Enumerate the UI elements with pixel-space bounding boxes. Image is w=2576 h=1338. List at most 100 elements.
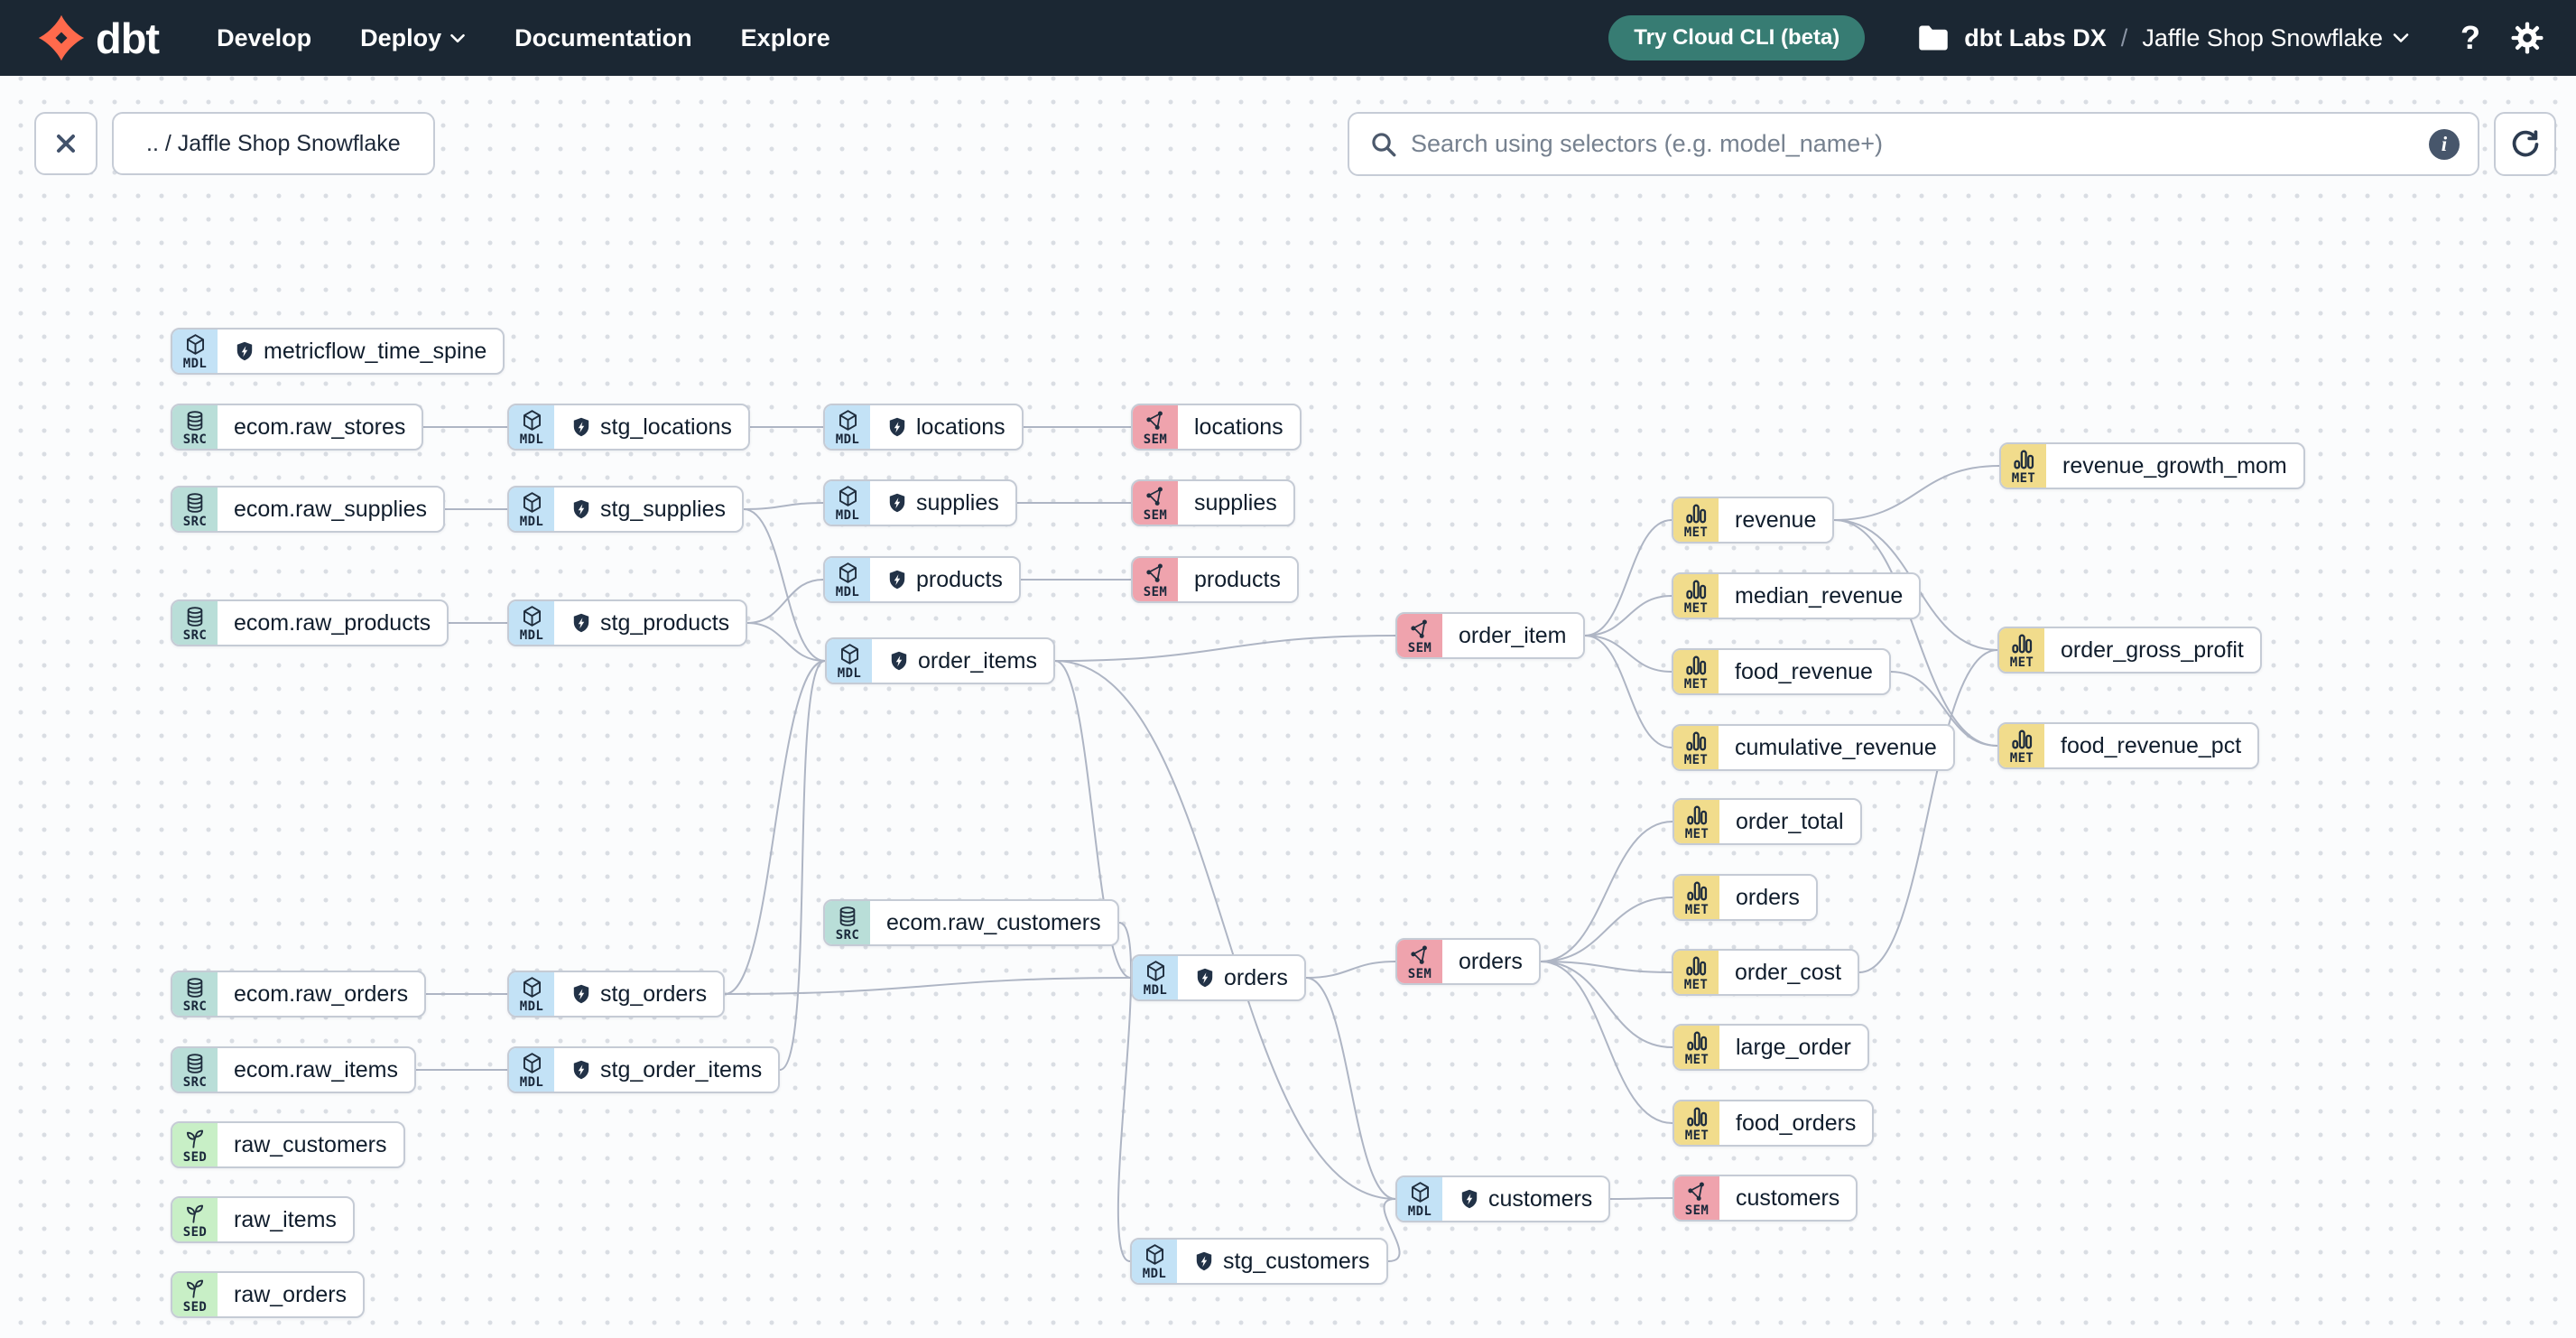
node-label: revenue_growth_mom (2062, 452, 2287, 479)
close-lineage-button[interactable] (34, 112, 97, 175)
dbt-logo[interactable]: dbt (36, 13, 160, 63)
breadcrumb[interactable]: .. / Jaffle Shop Snowflake (112, 112, 435, 175)
close-icon (57, 135, 75, 153)
try-cloud-cli-button[interactable]: Try Cloud CLI (beta) (1608, 15, 1866, 60)
node-label: raw_orders (234, 1281, 347, 1307)
dbt-logo-icon (38, 14, 85, 61)
search-info-icon[interactable]: i (2429, 128, 2460, 160)
search-input[interactable] (1411, 130, 2416, 158)
node-label: ecom.raw_orders (234, 980, 409, 1007)
node-label: ecom.raw_items (234, 1056, 398, 1082)
node-label: supplies (1194, 489, 1277, 516)
account-switcher[interactable]: dbt Labs DX / Jaffle Shop Snowflake (1917, 24, 2410, 52)
project-selector[interactable]: Jaffle Shop Snowflake (2142, 24, 2410, 52)
node-label: orders (1736, 884, 1800, 910)
refresh-icon (2512, 129, 2538, 156)
mdl-type-icon: MDL (825, 558, 870, 601)
node-label: locations (870, 405, 1022, 449)
help-icon[interactable]: ? (2460, 19, 2480, 56)
folder-icon (1919, 25, 1949, 51)
met-type-icon: MET (1674, 1101, 1719, 1145)
navbar-right: Try Cloud CLI (beta) dbt Labs DX / Jaffl… (1608, 15, 2545, 60)
shield-icon (1461, 1189, 1478, 1209)
nav-deploy[interactable]: Deploy (360, 24, 466, 52)
graph-node-supplies_sem[interactable]: SEM supplies (1131, 479, 1295, 526)
met-type-icon: MET (1674, 876, 1719, 919)
node-label: ecom.raw_supplies (234, 496, 427, 522)
chevron-down-icon (450, 33, 465, 42)
settings-gear-icon[interactable] (2509, 20, 2545, 56)
graph-node-order_cost_met[interactable]: MET order_cost (1672, 949, 1860, 996)
node-label: food_revenue (1735, 658, 1873, 684)
node-label: order_total (1736, 808, 1844, 834)
shield-icon (889, 417, 905, 437)
src-type-icon: SRC (172, 601, 218, 645)
sem-type-icon: SEM (1674, 1176, 1719, 1220)
breadcrumb-separator: / (2120, 23, 2128, 51)
node-label: raw_customers (234, 1131, 387, 1157)
search-icon (1372, 132, 1396, 156)
met-type-icon: MET (1673, 650, 1719, 693)
mdl-type-icon: MDL (509, 1048, 554, 1092)
met-type-icon: MET (1673, 951, 1719, 994)
graph-node-orders_met[interactable]: MET orders (1673, 874, 1818, 921)
node-label: order_cost (1735, 959, 1842, 985)
node-label: order_gross_profit (2061, 636, 2244, 663)
graph-node-raw_items_src[interactable]: SRC ecom.raw_items (171, 1046, 416, 1093)
node-label: median_revenue (1735, 582, 1904, 609)
chevron-down-icon (2393, 33, 2409, 42)
node-label: cumulative_revenue (1735, 734, 1937, 760)
sem-type-icon: SEM (1133, 481, 1178, 525)
node-label: stg_products (554, 601, 746, 645)
selector-search: i (1348, 112, 2479, 176)
refresh-button[interactable] (2494, 112, 2556, 176)
nav-documentation[interactable]: Documentation (514, 23, 692, 51)
graph-node-median_revenue_met[interactable]: MET median_revenue (1672, 572, 1922, 619)
met-type-icon: MET (1673, 574, 1719, 618)
shield-icon (573, 1060, 589, 1080)
node-label: stg_locations (554, 405, 748, 449)
graph-node-food_revenue_met[interactable]: MET food_revenue (1672, 648, 1891, 695)
mdl-type-icon: MDL (172, 330, 218, 373)
shield-icon (889, 570, 905, 590)
shield-icon (573, 499, 589, 519)
nav-explore[interactable]: Explore (740, 23, 830, 51)
src-type-icon: SRC (172, 1048, 218, 1092)
nav-develop[interactable]: Develop (217, 23, 312, 51)
